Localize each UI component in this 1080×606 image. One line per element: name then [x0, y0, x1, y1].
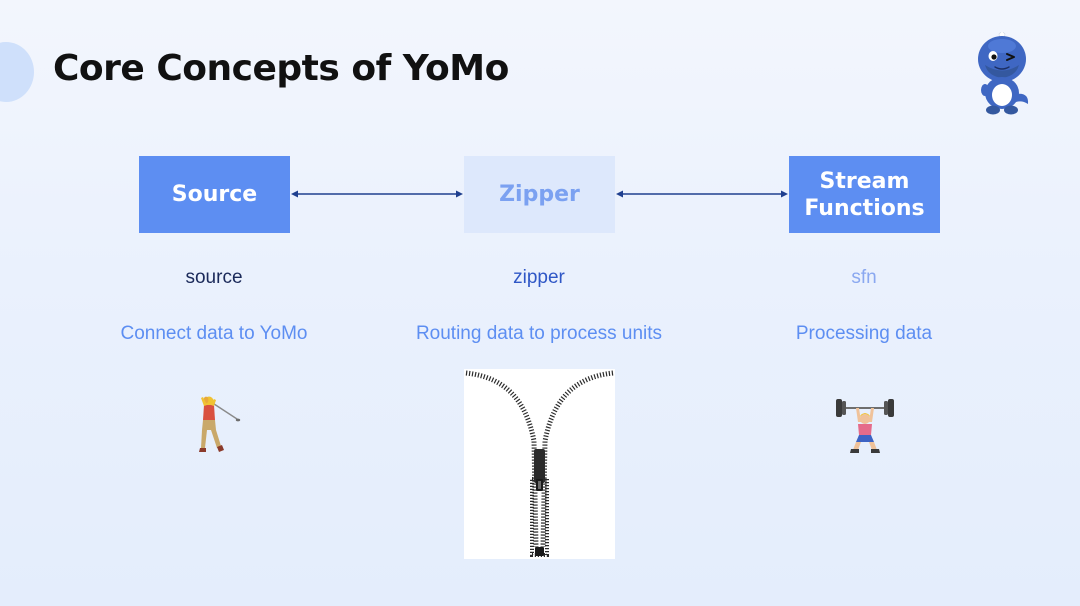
source-box: Source [139, 156, 290, 233]
source-label: source [185, 267, 243, 288]
decorative-circle [0, 42, 34, 102]
double-arrow-source-zipper [291, 190, 463, 198]
zipper-label: zipper [513, 267, 565, 288]
source-description: Connect data to YoMo [120, 323, 308, 344]
yomo-mascot-icon [978, 32, 1029, 115]
zipper-box: Zipper [464, 156, 615, 233]
zipper-image [464, 369, 615, 559]
weight-lifter-icon [836, 399, 894, 453]
double-arrow-zipper-sfn [616, 190, 788, 198]
zipper-description: Routing data to process units [415, 323, 663, 344]
sfn-description: Processing data [795, 323, 933, 344]
golfer-icon [199, 396, 241, 452]
stream-functions-box: Stream Functions [789, 156, 940, 233]
sfn-label: sfn [851, 267, 877, 288]
page-title: Core Concepts of YoMo [53, 48, 509, 89]
